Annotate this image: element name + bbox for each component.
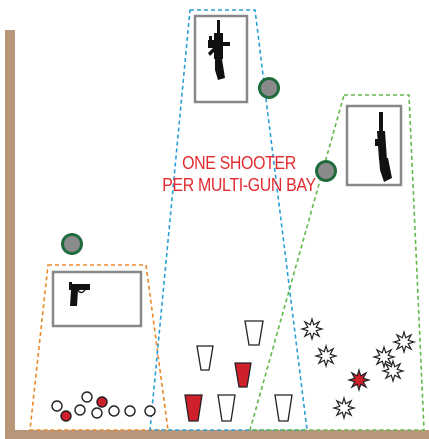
- cup-target: [235, 363, 251, 387]
- cup-target: [275, 395, 292, 421]
- banner-line-1: ONE SHOOTER: [149, 152, 330, 174]
- plate-target: [109, 406, 119, 416]
- plate-target: [82, 392, 92, 402]
- shotgun-frame: [347, 106, 401, 185]
- plate-target: [145, 406, 155, 416]
- position-marker-pistol: [61, 233, 83, 255]
- range-wall-left: [5, 30, 15, 439]
- cup-target: [197, 346, 213, 370]
- cup-target: [185, 395, 202, 421]
- clay-target: [349, 370, 369, 390]
- pistol-frame: [53, 272, 141, 326]
- range-floor: [5, 430, 429, 439]
- safety-banner: ONE SHOOTER PER MULTI-GUN BAY: [149, 152, 330, 196]
- position-marker-rifle: [258, 77, 280, 99]
- clay-target: [316, 346, 336, 366]
- plate-target: [125, 406, 135, 416]
- clay-target: [374, 347, 394, 367]
- clay-target: [334, 398, 354, 418]
- cup-target: [218, 395, 235, 421]
- cup-target: [245, 321, 263, 345]
- clay-target: [394, 332, 414, 352]
- plate-target: [52, 401, 62, 411]
- plate-target: [92, 408, 102, 418]
- banner-line-2: PER MULTI-GUN BAY: [149, 174, 330, 196]
- clay-target: [383, 361, 403, 381]
- rifle-cup-targets: [185, 321, 292, 421]
- shotgun-clay-targets: [302, 319, 414, 418]
- plate-target: [61, 411, 71, 421]
- pistol-plate-targets: [52, 392, 155, 421]
- clay-target: [302, 319, 322, 339]
- plate-target: [75, 405, 85, 415]
- plate-target: [97, 397, 107, 407]
